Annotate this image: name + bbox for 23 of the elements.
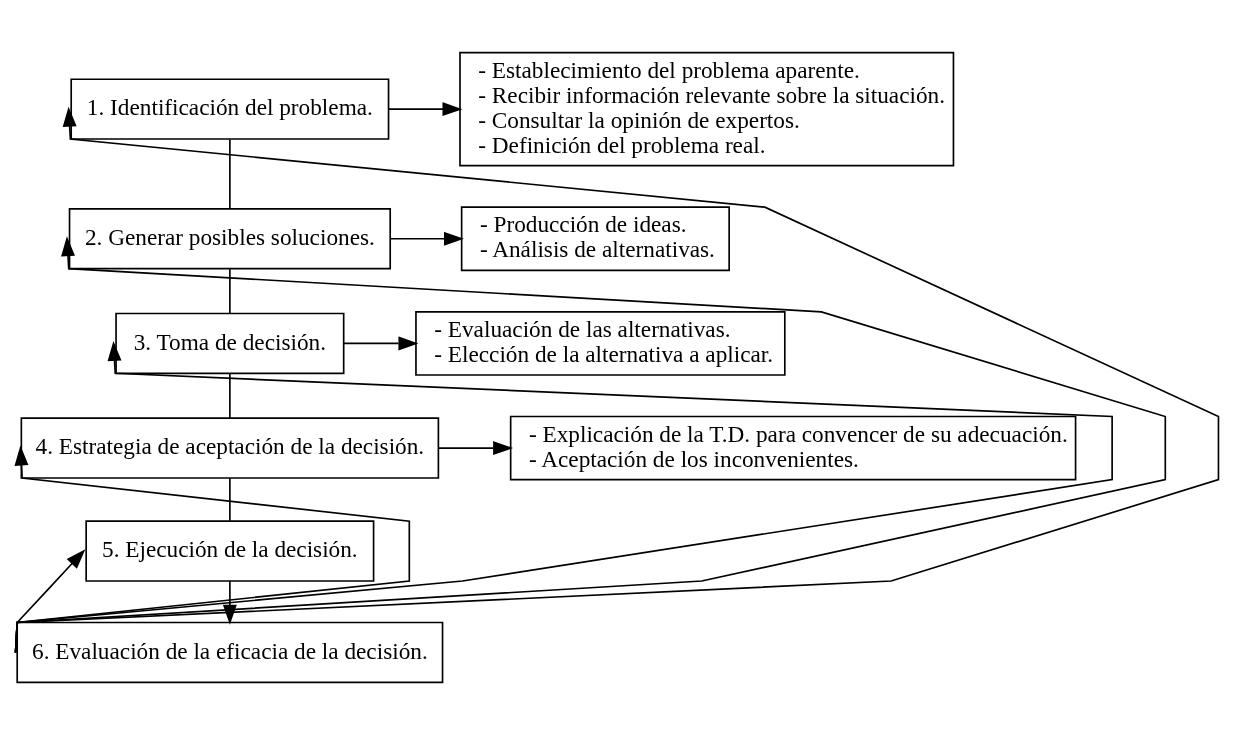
arrow <box>14 340 1113 654</box>
arrow <box>387 102 463 117</box>
node-box: 5. Ejecución de la decisión. <box>85 520 375 582</box>
node-box: 2. Generar posibles soluciones. <box>68 208 392 270</box>
arrow <box>14 236 1167 654</box>
node-box: 6. Evaluación de la eficacia de la decisión. <box>16 621 444 684</box>
arrow <box>437 441 514 456</box>
connector <box>229 268 231 315</box>
arrow <box>14 106 1220 654</box>
node-box: - Evaluación de las alternativas. - Elección de la alternativa a aplicar. <box>415 311 786 376</box>
node-box: - Establecimiento del problema aparente. - Recibir información relevante sobre la situación. - Consultar la opinión de expertos. - Definición del problema real. <box>459 51 955 167</box>
node-box: - Explicación de la T.D. para convencer de su adecuación. - Aceptación de los inconvenientes. <box>509 415 1077 481</box>
node-box: 1. Identificación del problema. <box>70 78 390 140</box>
node-box: 4. Estrategia de aceptación de la decisión. <box>20 417 440 479</box>
connector <box>229 138 231 210</box>
node-box: 3. Toma de decisión. <box>115 312 345 375</box>
arrow <box>14 549 86 654</box>
arrow <box>389 231 464 246</box>
connector <box>229 373 231 419</box>
arrow <box>14 445 411 654</box>
node-box: - Producción de ideas. - Análisis de alternativas. <box>460 206 730 272</box>
connector <box>229 477 231 522</box>
arrow <box>342 336 419 351</box>
